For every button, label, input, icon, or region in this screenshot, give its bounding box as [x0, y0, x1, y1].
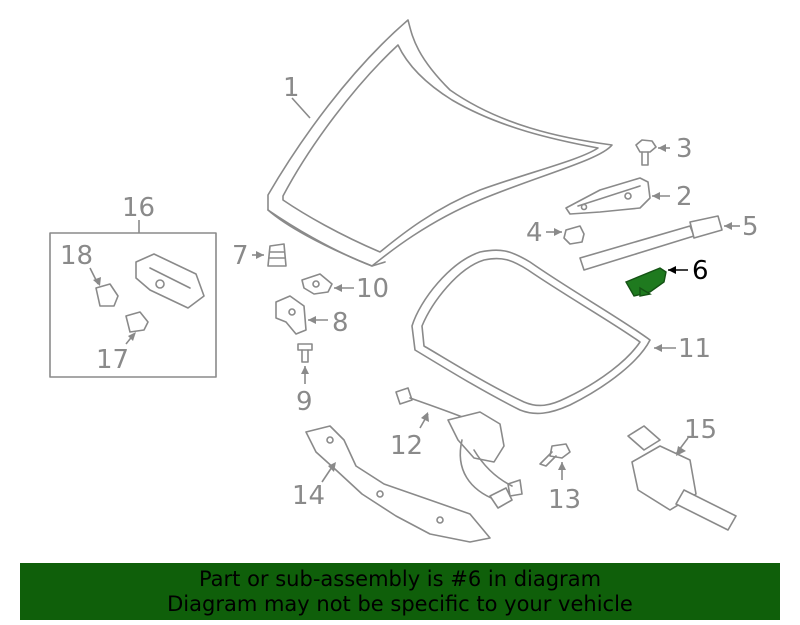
bracket-8 [275, 295, 307, 335]
callout-16: 16 [122, 193, 155, 223]
callout-4: 4 [526, 218, 543, 248]
callout-3: 3 [676, 134, 693, 164]
gas-strut-5 [579, 215, 723, 271]
weatherstrip-11 [411, 249, 651, 415]
info-banner: Part or sub-assembly is #6 in diagram Di… [20, 563, 780, 620]
callout-1: 1 [283, 73, 300, 103]
bolt-3 [635, 139, 657, 166]
callout-9: 9 [296, 387, 313, 417]
callout-15: 15 [684, 415, 717, 445]
callout-13: 13 [548, 485, 581, 515]
callout-10: 10 [356, 274, 389, 304]
clip-4 [563, 225, 585, 245]
bolt-13 [539, 443, 571, 467]
bumper-stop-7 [267, 243, 287, 267]
grommet-17 [125, 311, 149, 333]
parts-diagram: 1 3 2 4 5 6 7 [49, 19, 759, 543]
hood-latch-12 [395, 387, 523, 509]
callout-18: 18 [60, 241, 93, 271]
leader-1 [291, 97, 311, 119]
support-bracket-14 [305, 425, 491, 543]
highlighted-part-6[interactable] [624, 267, 667, 297]
callout-14: 14 [292, 481, 325, 511]
callout-11: 11 [678, 334, 711, 364]
assembly-box-16 [49, 220, 217, 378]
cable-clip-10 [301, 273, 333, 295]
callout-6: 6 [692, 256, 709, 286]
screw-9 [297, 343, 313, 363]
hood-switch-15 [627, 425, 737, 531]
callout-2: 2 [676, 182, 693, 212]
banner-line-2: Diagram may not be specific to your vehi… [167, 592, 633, 616]
banner-line-1: Part or sub-assembly is #6 in diagram [198, 567, 602, 591]
callout-5: 5 [742, 212, 759, 242]
hood-hinge-2 [565, 177, 651, 215]
callout-8: 8 [332, 308, 349, 338]
callout-17: 17 [96, 345, 129, 375]
hood-panel [267, 19, 613, 267]
callout-7: 7 [232, 241, 249, 271]
callout-12: 12 [390, 431, 423, 461]
connector-18 [95, 283, 119, 307]
